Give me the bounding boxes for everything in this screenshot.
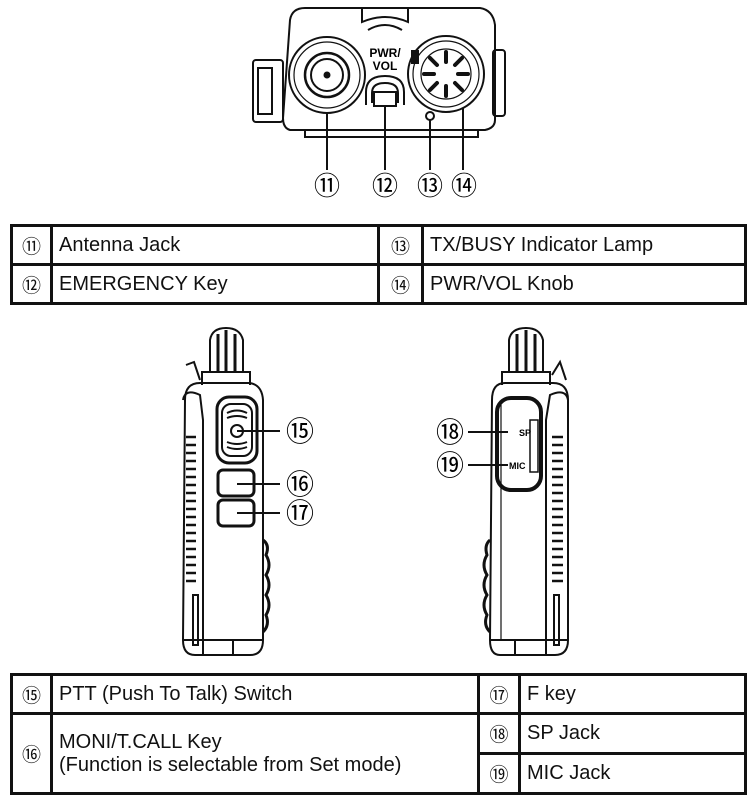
table-row: ⑯ MONI/T.CALL Key (Function is selectabl… [10, 712, 747, 795]
knob-right [508, 326, 544, 372]
belt-clip-left-inner [257, 67, 273, 115]
radio-right-side [468, 326, 569, 656]
sp-label: SP [519, 428, 531, 438]
callout-15: ⑮ [286, 415, 314, 448]
part-label: Antenna Jack [50, 224, 380, 266]
strap-slot-right [553, 594, 560, 646]
table-row: ⑫ EMERGENCY Key ⑭ PWR/VOL Knob [10, 263, 747, 305]
knob-left [209, 326, 244, 372]
table-row: ⑮ PTT (Push To Talk) Switch ⑰ F key [10, 673, 747, 715]
radio-left-side [181, 326, 280, 656]
part-number: ⑱ [477, 712, 521, 755]
radio-side-views-illustration: ⑮ ⑯ ⑰ [181, 326, 569, 656]
pwr-vol-marker [411, 50, 419, 64]
radio-top-body [281, 7, 496, 131]
sp-mic-jack-cover-icon [495, 396, 543, 492]
table-row: ⑲ MIC Jack [12, 752, 747, 795]
callout-18: ⑱ [436, 416, 464, 449]
callout-16: ⑯ [286, 468, 314, 501]
part-label-line2: (Function is selectable from Set mode) [59, 753, 402, 776]
pwr-label: PWR/ [369, 46, 401, 60]
part-label: SP Jack [518, 712, 747, 755]
pwr-vol-knob-icon [407, 35, 485, 113]
radio-bottom-rim [304, 130, 479, 138]
part-label: PTT (Push To Talk) Switch [50, 673, 480, 715]
part-label-line1: MONI/T.CALL Key [59, 730, 222, 753]
callout-19: ⑲ [436, 449, 464, 482]
part-label: PWR/VOL Knob [421, 263, 747, 305]
part-number: ⑫ [10, 263, 53, 305]
top-bump [361, 8, 409, 24]
table-row: ⑪ Antenna Jack ⑬ TX/BUSY Indicator Lamp [10, 224, 747, 266]
mic-label: MIC [509, 461, 526, 471]
grip-slots-right [552, 435, 563, 583]
part-label: MONI/T.CALL Key (Function is selectable … [50, 712, 480, 795]
antenna-jack-icon [288, 36, 366, 114]
part-label: TX/BUSY Indicator Lamp [421, 224, 747, 266]
vol-label: VOL [373, 59, 398, 73]
part-label: EMERGENCY Key [50, 263, 380, 305]
radio-top-view-illustration: PWR/ VOL ⑪ ⑫ ⑬ ⑭ [252, 7, 506, 202]
part-number: ⑯ [10, 712, 53, 795]
top-bump-arc [367, 24, 403, 31]
part-number: ⑮ [10, 673, 53, 715]
part-number: ⑪ [10, 224, 53, 266]
strap-slot-left [192, 594, 199, 646]
part-number: ⑲ [477, 752, 521, 795]
parts-table-top: ⑪ Antenna Jack ⑬ TX/BUSY Indicator Lamp … [10, 224, 747, 305]
callout-14: ⑭ [451, 172, 477, 202]
parts-table-bottom: ⑮ PTT (Push To Talk) Switch ⑰ F key ⑯ MO… [10, 673, 747, 795]
body-right [488, 382, 569, 656]
part-label: F key [518, 673, 747, 715]
belt-clip-left [252, 59, 284, 123]
part-number: ⑰ [477, 673, 521, 715]
callout-17: ⑰ [286, 497, 314, 530]
callout-13: ⑬ [417, 172, 443, 202]
tx-busy-lamp-icon [425, 111, 435, 121]
callout-11: ⑪ [314, 172, 340, 202]
part-label: MIC Jack [518, 752, 747, 795]
side-tab-right [492, 49, 506, 117]
callout-12: ⑫ [372, 172, 398, 202]
emergency-key-icon [365, 74, 405, 107]
grip-slots-left [186, 435, 196, 583]
part-number: ⑭ [377, 263, 424, 305]
part-number: ⑬ [377, 224, 424, 266]
